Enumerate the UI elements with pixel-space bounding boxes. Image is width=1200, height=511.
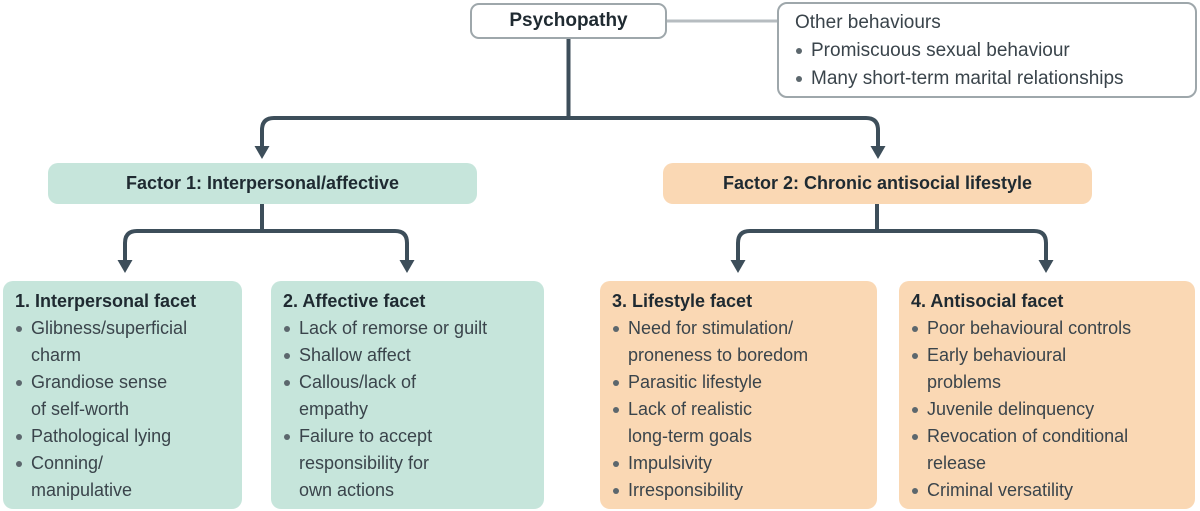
list-item: Need for stimulation/ proneness to bored… bbox=[612, 315, 871, 369]
bullet-icon bbox=[613, 488, 619, 494]
list-item: Grandiose sense of self-worth bbox=[15, 369, 236, 423]
list-item-text: Grandiose sense of self-worth bbox=[31, 372, 168, 419]
list-item-text: Promiscuous sexual behaviour bbox=[811, 40, 1070, 61]
bullet-icon bbox=[912, 326, 918, 332]
list-item-text: Revocation of conditional release bbox=[927, 426, 1129, 473]
list-item: Criminal versatility bbox=[911, 477, 1189, 504]
arrow-to-facet1 bbox=[117, 260, 133, 273]
root-node-psychopathy: Psychopathy bbox=[470, 3, 667, 39]
facet-title: 1. Interpersonal facet bbox=[15, 291, 197, 311]
list-item-text: Glibness/superficial charm bbox=[31, 318, 188, 365]
list-item: Many short-term marital relationships bbox=[795, 65, 1181, 93]
arrow-to-factor1 bbox=[254, 146, 270, 159]
list-item: Callous/lack of empathy bbox=[283, 369, 538, 423]
facet-card-affective: 2. Affective facet Lack of remorse or gu… bbox=[271, 281, 544, 509]
bullet-icon bbox=[613, 407, 619, 413]
facet-title: 2. Affective facet bbox=[283, 291, 426, 311]
list-item: Conning/ manipulative bbox=[15, 450, 236, 504]
factor1-label: Factor 1: Interpersonal/affective bbox=[125, 173, 400, 193]
list-item-text: Callous/lack of empathy bbox=[299, 372, 417, 419]
list-item: Irresponsibility bbox=[612, 477, 871, 504]
list-item-text: Impulsivity bbox=[628, 453, 713, 473]
list-item-text: Poor behavioural controls bbox=[927, 318, 1132, 338]
facet-title: 3. Lifestyle facet bbox=[612, 291, 753, 311]
list-item: Promiscuous sexual behaviour bbox=[795, 37, 1181, 65]
bullet-icon bbox=[16, 461, 22, 467]
facet-card-interpersonal: 1. Interpersonal facet Glibness/superfic… bbox=[3, 281, 242, 509]
bullet-icon bbox=[16, 380, 22, 386]
bullet-icon bbox=[284, 380, 290, 386]
list-item-text: Many short-term marital relationships bbox=[811, 68, 1124, 89]
bullet-icon bbox=[16, 326, 22, 332]
list-item: Glibness/superficial charm bbox=[15, 315, 236, 369]
facet-card-antisocial: 4. Antisocial facet Poor behavioural con… bbox=[899, 281, 1195, 509]
list-item: Poor behavioural controls bbox=[911, 315, 1189, 342]
arrow-to-factor2 bbox=[870, 146, 886, 159]
facet-title: 4. Antisocial facet bbox=[911, 291, 1064, 311]
facet-card-lifestyle: 3. Lifestyle facet Need for stimulation/… bbox=[600, 281, 877, 509]
connector-factors-bar bbox=[260, 116, 880, 147]
list-item-text: Lack of realistic long-term goals bbox=[628, 399, 753, 446]
list-item: Revocation of conditional release bbox=[911, 423, 1189, 477]
list-item-text: Shallow affect bbox=[299, 345, 411, 365]
bullet-icon bbox=[284, 326, 290, 332]
bullet-icon bbox=[796, 48, 802, 54]
list-item: Failure to accept responsibility for own… bbox=[283, 423, 538, 504]
list-item-text: Pathological lying bbox=[31, 426, 172, 446]
bullet-icon bbox=[284, 353, 290, 359]
list-item-text: Failure to accept responsibility for own… bbox=[299, 426, 433, 500]
other-behaviours-title: Other behaviours bbox=[795, 12, 941, 33]
arrow-to-facet2 bbox=[399, 260, 415, 273]
bullet-icon bbox=[613, 326, 619, 332]
list-item: Pathological lying bbox=[15, 423, 236, 450]
list-item: Lack of realistic long-term goals bbox=[612, 396, 871, 450]
list-item-text: Juvenile delinquency bbox=[927, 399, 1095, 419]
bullet-icon bbox=[912, 488, 918, 494]
factor2-node: Factor 2: Chronic antisocial lifestyle bbox=[663, 163, 1092, 204]
list-item-text: Early behavioural problems bbox=[927, 345, 1067, 392]
list-item: Juvenile delinquency bbox=[911, 396, 1189, 423]
root-node-label: Psychopathy bbox=[509, 10, 628, 31]
list-item: Shallow affect bbox=[283, 342, 538, 369]
arrow-to-facet4 bbox=[1038, 260, 1054, 273]
list-item: Impulsivity bbox=[612, 450, 871, 477]
bullet-icon bbox=[16, 434, 22, 440]
list-item: Early behavioural problems bbox=[911, 342, 1189, 396]
bullet-icon bbox=[912, 353, 918, 359]
bullet-icon bbox=[796, 76, 802, 82]
factor1-node: Factor 1: Interpersonal/affective bbox=[48, 163, 477, 204]
list-item-text: Lack of remorse or guilt bbox=[299, 318, 488, 338]
connector-facets12-bar bbox=[123, 229, 409, 261]
bullet-icon bbox=[613, 461, 619, 467]
list-item-text: Criminal versatility bbox=[927, 480, 1074, 500]
list-item: Lack of remorse or guilt bbox=[283, 315, 538, 342]
connector-facets34-bar bbox=[736, 229, 1048, 261]
bullet-icon bbox=[912, 407, 918, 413]
list-item-text: Irresponsibility bbox=[628, 480, 744, 500]
arrow-to-facet3 bbox=[730, 260, 746, 273]
bullet-icon bbox=[912, 434, 918, 440]
bullet-icon bbox=[284, 434, 290, 440]
bullet-icon bbox=[613, 380, 619, 386]
list-item-text: Parasitic lifestyle bbox=[628, 372, 763, 392]
factor2-label: Factor 2: Chronic antisocial lifestyle bbox=[722, 173, 1033, 193]
list-item-text: Conning/ manipulative bbox=[31, 453, 133, 500]
list-item-text: Need for stimulation/ proneness to bored… bbox=[628, 318, 809, 365]
list-item: Parasitic lifestyle bbox=[612, 369, 871, 396]
other-behaviours-box: Other behaviours Promiscuous sexual beha… bbox=[777, 2, 1197, 98]
